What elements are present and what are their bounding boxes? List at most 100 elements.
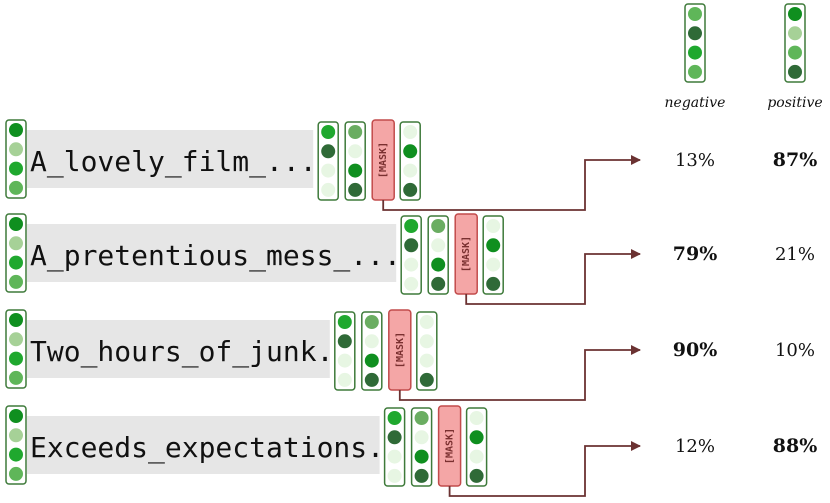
vector-dot — [364, 353, 379, 368]
vector-dot — [486, 238, 501, 253]
vector-dot — [414, 449, 429, 464]
vector-dot — [348, 144, 363, 159]
token-band — [27, 320, 330, 378]
vector-box — [465, 407, 488, 487]
vector-dot — [403, 182, 418, 197]
sentence-text: A_lovely_film_... — [30, 145, 317, 179]
vector-box — [400, 215, 422, 295]
vector-dot — [688, 45, 702, 60]
appended-vector-3 — [416, 311, 438, 391]
vector-box — [5, 309, 27, 389]
mask-token: [MASK] — [454, 213, 478, 295]
negative-head-vector — [684, 3, 706, 83]
vector-dot — [321, 125, 336, 139]
vector-dot — [486, 257, 501, 272]
vector-dot — [387, 449, 402, 464]
negative-label: negative — [665, 95, 726, 111]
vector-dot — [431, 238, 446, 253]
vector-dot — [431, 276, 446, 291]
vector-dot — [403, 125, 418, 139]
vector-dot — [431, 219, 446, 233]
vector-dot — [9, 123, 23, 137]
appended-vector-1 — [383, 407, 406, 487]
negative-percent: 12% — [675, 436, 715, 457]
appended-vector-3 — [465, 407, 488, 487]
negative-percent: 79% — [673, 243, 718, 265]
positive-head-vector — [784, 3, 806, 83]
appended-vector-2 — [361, 311, 383, 391]
vector-dot — [404, 257, 419, 272]
vector-box — [410, 407, 433, 487]
vector-dot — [364, 372, 379, 387]
vector-dot — [469, 411, 484, 425]
vector-dot — [337, 372, 352, 387]
vector-dot — [419, 315, 434, 329]
vector-dot — [404, 276, 419, 291]
vector-dot — [688, 64, 702, 79]
appended-vector-3 — [399, 121, 421, 201]
negative-percent: 13% — [675, 150, 715, 171]
vector-dot — [348, 182, 363, 197]
vector-box — [5, 405, 27, 485]
vector-dot — [9, 236, 23, 251]
vector-dot — [469, 449, 484, 464]
vector-box — [399, 121, 421, 201]
positive-percent: 88% — [773, 435, 818, 457]
appended-vector-2 — [410, 407, 433, 487]
vector-dot — [688, 26, 702, 41]
mask-label: [MASK] — [461, 236, 472, 272]
vector-box — [482, 215, 504, 295]
vector-dot — [414, 468, 429, 483]
vector-dot — [387, 468, 402, 483]
vector-dot — [9, 313, 23, 327]
vector-box — [784, 3, 806, 83]
vector-dot — [9, 332, 23, 347]
vector-dot — [404, 238, 419, 253]
prefix-vector — [5, 309, 27, 389]
appended-vector-1 — [334, 311, 356, 391]
vector-dot — [337, 353, 352, 368]
vector-dot — [9, 466, 23, 481]
vector-dot — [9, 255, 23, 270]
vector-box — [5, 119, 27, 199]
vector-box — [684, 3, 706, 83]
mask-token: [MASK] — [437, 405, 462, 487]
vector-dot — [9, 142, 23, 157]
vector-box — [427, 215, 449, 295]
vector-dot — [321, 144, 336, 159]
appended-vector-2 — [344, 121, 366, 201]
mask-label: [MASK] — [445, 428, 456, 464]
vector-dot — [9, 351, 23, 366]
prefix-vector — [5, 119, 27, 199]
vector-dot — [431, 257, 446, 272]
vector-box — [416, 311, 438, 391]
vector-dot — [387, 430, 402, 445]
vector-dot — [9, 409, 23, 423]
sentence-text: A_pretentious_mess_... — [30, 239, 401, 273]
vector-dot — [788, 64, 802, 79]
output-arrow — [398, 345, 641, 401]
positive-label: positive — [767, 95, 822, 111]
vector-dot — [419, 372, 434, 387]
vector-box — [5, 213, 27, 293]
vector-dot — [404, 219, 419, 233]
mask-token: [MASK] — [388, 309, 412, 391]
vector-dot — [364, 334, 379, 349]
appended-vector-3 — [482, 215, 504, 295]
token-band — [27, 416, 380, 474]
token-band — [27, 130, 314, 188]
vector-dot — [348, 125, 363, 139]
mask-label: [MASK] — [395, 332, 406, 368]
vector-dot — [348, 163, 363, 178]
positive-percent: 21% — [775, 244, 815, 265]
negative-percent: 90% — [673, 339, 718, 361]
vector-dot — [486, 219, 501, 233]
vector-dot — [337, 315, 352, 329]
vector-dot — [419, 334, 434, 349]
vector-dot — [788, 26, 802, 41]
vector-dot — [9, 161, 23, 176]
output-arrow — [382, 155, 641, 211]
sentence-text: Exceeds_expectations. — [30, 431, 384, 465]
vector-dot — [688, 7, 702, 21]
